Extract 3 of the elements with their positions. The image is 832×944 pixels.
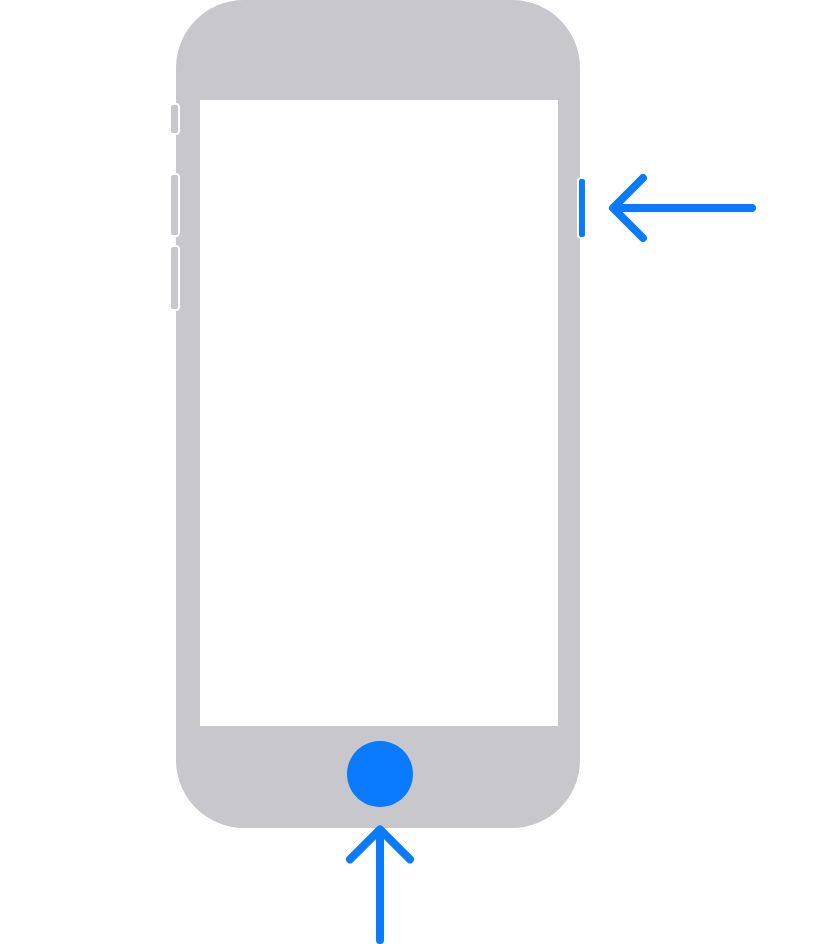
home-button: [347, 741, 413, 807]
arrow: [609, 174, 756, 242]
side-button: [577, 177, 587, 239]
